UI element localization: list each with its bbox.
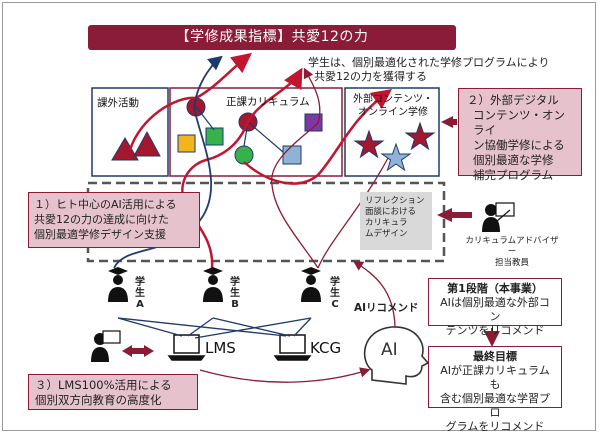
- final-goal-title: 最終目標: [473, 350, 517, 363]
- external-label-line: 外部コンテンツ・: [353, 94, 433, 105]
- callout-line: ２）外部デジタル: [467, 93, 559, 107]
- kcg-label: KCG: [310, 339, 342, 357]
- ai-recommend-arrow: [352, 260, 396, 328]
- student-label-char: C: [331, 299, 339, 310]
- lms-laptop-icon: [167, 334, 206, 361]
- stage1-line: AIは個別最適な外部コン: [440, 296, 550, 323]
- student-a-icon: [108, 267, 128, 302]
- callout-line: 共愛12の力の達成に向けた: [34, 213, 169, 226]
- callout-line: 補完プログラム: [473, 168, 554, 182]
- learning-path-ext: [243, 89, 393, 185]
- figure-frame: [2, 2, 596, 431]
- callout-ai-design-support: １）ヒト中心のAI活用による 共愛12の力の達成に向けた 個別最適学修デザイン支…: [28, 192, 200, 248]
- reflection-line: ムデザイン: [365, 229, 408, 239]
- kcg-laptop-icon: [273, 334, 312, 361]
- extracurricular-label: 課外活動: [97, 97, 139, 109]
- callout-line: 個別最適な学修: [473, 153, 554, 167]
- student-label-char: A: [136, 299, 144, 310]
- advisor-arrow: [437, 208, 452, 222]
- external-label: 外部コンテンツ・ オンライン学修: [352, 93, 434, 119]
- reflection-line: カリキュラ: [365, 218, 408, 228]
- ai-head-icon: [363, 326, 430, 385]
- student-label-char: 学: [230, 277, 240, 288]
- square-shape: [304, 113, 323, 132]
- final-goal-line: AIが正課カリキュラムも: [440, 364, 550, 391]
- external-label-line: オンライン学修: [358, 107, 428, 118]
- stage1-title: 第1段階（本事業）: [447, 282, 543, 295]
- stage1-line: テンツをリコメンド: [445, 324, 545, 337]
- learning-path-navy: [113, 55, 223, 269]
- student-c-icon: [301, 267, 321, 302]
- star-shape: [380, 142, 412, 172]
- circle-shape: [234, 145, 254, 165]
- final-goal-box: 最終目標 AIが正課カリキュラムも 含む個別最適な学習プロ グラムをリコメンド: [428, 346, 562, 433]
- ai-recommend-label: AIリコメンド: [354, 302, 419, 314]
- final-goal-line: グラムをリコメンド: [445, 420, 545, 433]
- final-goal-line: 含む個別最適な学習プロ: [440, 392, 550, 419]
- square-shape: [177, 134, 196, 153]
- callout-line: １）ヒト中心のAI活用による: [34, 198, 177, 211]
- ai-label: AI: [381, 340, 398, 360]
- advisor-label-line: 担当教員: [494, 258, 529, 268]
- reflection-box: リフレクション 面談における カリキュラ ムデザイン: [360, 192, 432, 250]
- advisor-label: カリキュラムアドバイザー 担当教員: [462, 236, 562, 269]
- page-title: 【学修成果指標】共愛12の力: [88, 25, 456, 50]
- student-label-char: 生: [135, 288, 145, 299]
- student-b-icon: [203, 267, 223, 302]
- square-shape: [205, 127, 224, 146]
- two-way-arrow: [122, 345, 154, 357]
- student-label-char: B: [231, 299, 239, 310]
- advisor-label-line: カリキュラムアドバイザー: [465, 236, 559, 257]
- student-b-label: 学 生 B: [230, 277, 240, 310]
- callout2-arrow: [441, 116, 453, 128]
- callout-external-digital: ２）外部デジタル コンテンツ・オンライ ン協働学修による 個別最適な学修 補完プ…: [458, 88, 582, 182]
- callout-line: 個別双方向教育の高度化: [35, 393, 162, 407]
- lms-label: LMS: [205, 339, 236, 357]
- teacher-icon: [91, 330, 121, 362]
- student-label-char: 学: [135, 277, 145, 288]
- callout-line: コンテンツ・オンライ: [473, 108, 565, 137]
- student-label-char: 生: [230, 288, 240, 299]
- advisor-icon: [482, 202, 515, 232]
- student-label-char: 生: [330, 288, 340, 299]
- reflection-line: リフレクション: [365, 196, 425, 206]
- star-shape: [404, 121, 436, 151]
- student-a-label: 学 生 A: [135, 277, 145, 310]
- reflection-line: 面談における: [365, 207, 417, 217]
- goal-note: 学生は、個別最適化された学修プログラムにより 共愛12の力を獲得する: [308, 56, 549, 84]
- learning-path-c: [271, 67, 321, 269]
- extracurricular-box: [91, 87, 169, 177]
- star-shape: [353, 129, 385, 159]
- curriculum-label: 正課カリキュラム: [226, 96, 310, 108]
- data-to-ai-arrow: [199, 367, 371, 383]
- goal-note-line: 共愛12の力を獲得する: [314, 70, 427, 83]
- square-shape: [282, 145, 302, 165]
- callout-line: ン協働学修による: [473, 138, 565, 152]
- callout-line: ３）LMS100%活用による: [35, 378, 172, 392]
- triangle-shape: [133, 130, 161, 157]
- goal-note-line: 学生は、個別最適化された学修プログラムにより: [308, 56, 550, 69]
- stage1-box: 第1段階（本事業） AIは個別最適な外部コン テンツをリコメンド: [428, 278, 562, 337]
- callout-line: 個別最適学修デザイン支援: [34, 228, 166, 241]
- callout-lms-education: ３）LMS100%活用による 個別双方向教育の高度化: [28, 374, 198, 410]
- student-c-label: 学 生 C: [330, 277, 340, 310]
- student-label-char: 学: [330, 277, 340, 288]
